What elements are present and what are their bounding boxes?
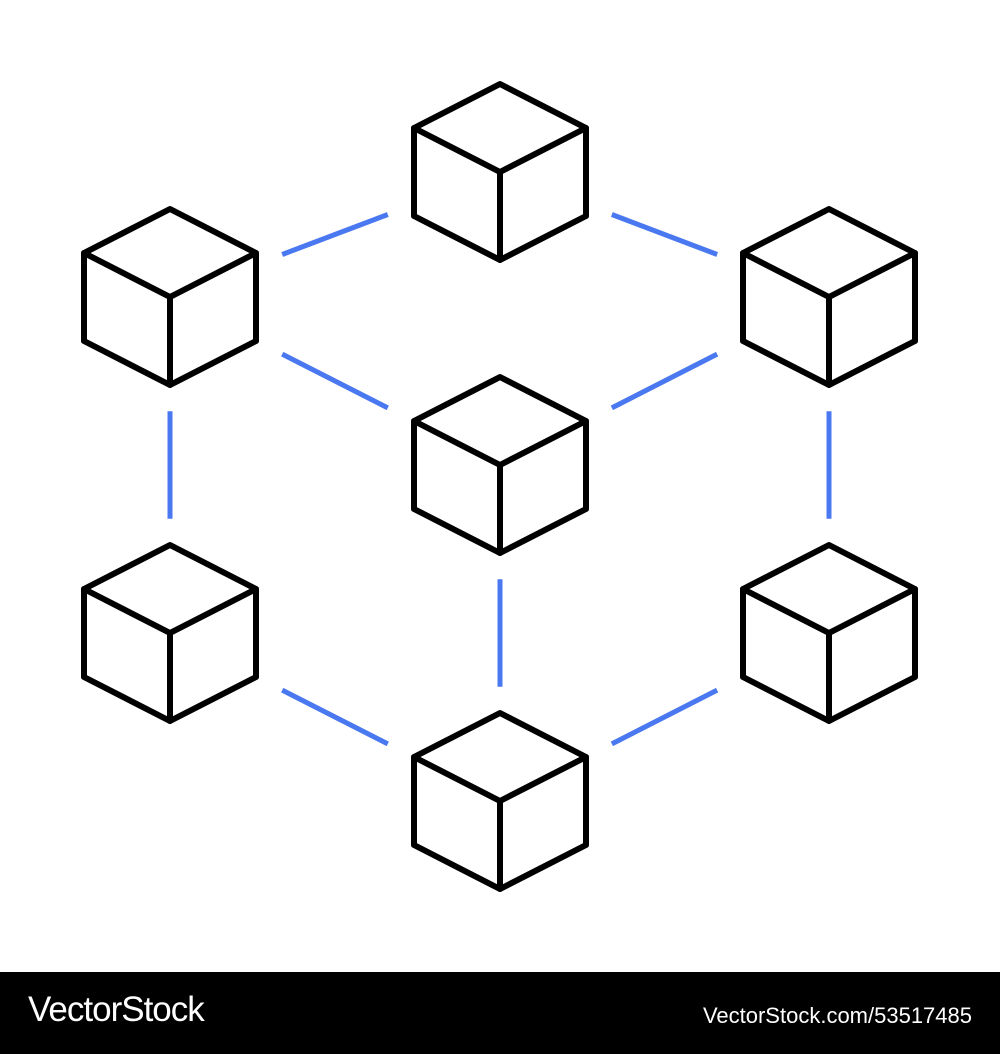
watermark-bar: VectorStock VectorStock.com/53517485 xyxy=(0,972,1000,1054)
cube-inner-edges xyxy=(81,586,259,724)
cube-top xyxy=(411,81,589,263)
link-lower-right-to-bottom xyxy=(610,687,719,747)
cube-inner-edges xyxy=(81,250,259,388)
cube-center xyxy=(411,374,589,556)
cube-inner-edges xyxy=(740,586,918,724)
link-top-to-upper-right xyxy=(610,212,719,257)
link-upper-right-to-center xyxy=(610,351,719,411)
links-layer xyxy=(167,212,832,747)
cubes-layer xyxy=(81,81,918,892)
blockchain-network-diagram xyxy=(81,81,918,892)
cube-inner-edges xyxy=(411,418,589,556)
link-upper-left-to-center xyxy=(281,351,389,411)
cube-inner-edges xyxy=(411,754,589,892)
cube-bottom xyxy=(411,710,589,892)
cube-inner-edges xyxy=(411,125,589,263)
link-top-to-upper-left xyxy=(281,212,389,257)
watermark-stock-id: VectorStock.com/53517485 xyxy=(702,1003,972,1028)
cube-upper-right xyxy=(740,206,918,388)
watermark-brand: VectorStock xyxy=(28,990,205,1029)
link-lower-left-to-bottom xyxy=(281,687,389,747)
cube-inner-edges xyxy=(740,250,918,388)
cube-lower-right xyxy=(740,542,918,724)
cube-lower-left xyxy=(81,542,259,724)
cube-upper-left xyxy=(81,206,259,388)
